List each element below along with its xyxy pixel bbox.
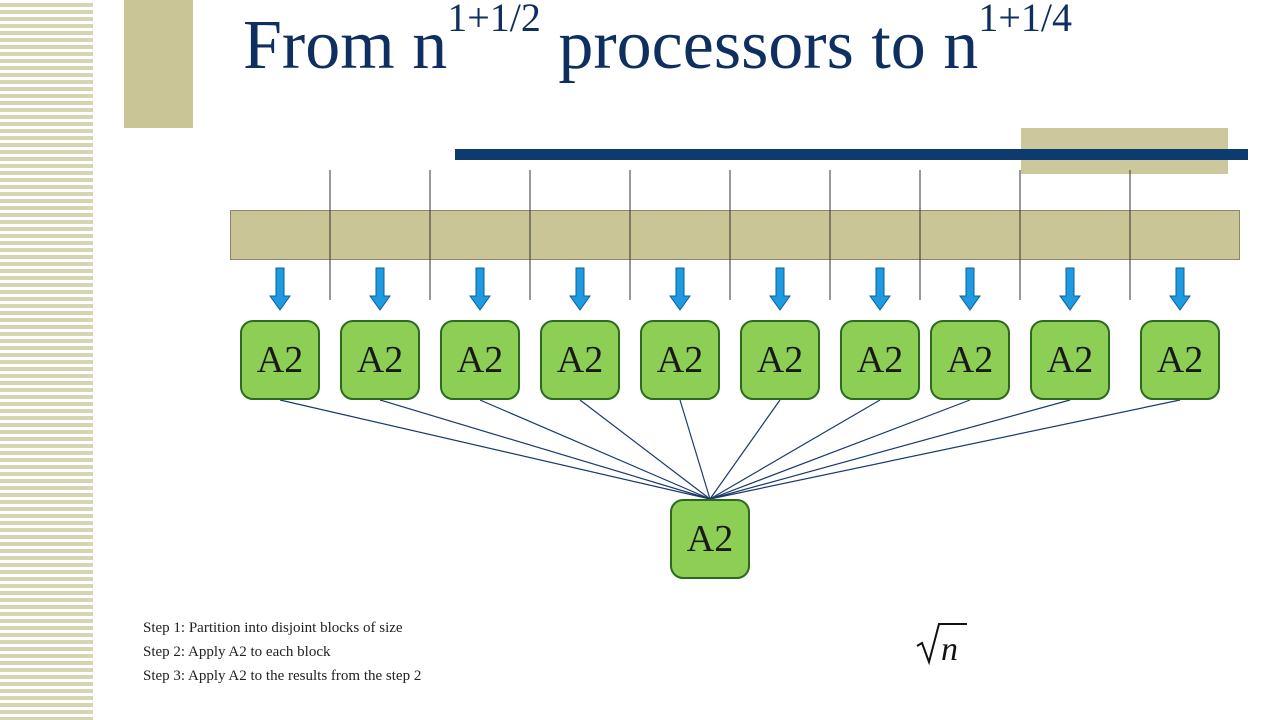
combine-edge xyxy=(709,399,781,500)
combine-edge xyxy=(379,399,711,500)
block-node-label: A2 xyxy=(256,339,304,381)
block-node: A2 xyxy=(540,320,620,400)
combine-edges xyxy=(279,399,1181,500)
down-arrow-icon xyxy=(269,267,291,311)
sqrt-n-formula: n xyxy=(916,623,967,668)
block-node-label: A2 xyxy=(556,339,604,381)
combine-edge xyxy=(709,399,971,500)
block-node-label: A2 xyxy=(1046,339,1094,381)
block-node-label: A2 xyxy=(756,339,804,381)
block-node-label: A2 xyxy=(656,339,704,381)
block-node-label: A2 xyxy=(456,339,504,381)
down-arrow-icon xyxy=(1169,267,1191,311)
block-node-label: A2 xyxy=(1156,339,1204,381)
combine-edge xyxy=(479,399,711,500)
block-node: A2 xyxy=(1030,320,1110,400)
root-node-label: A2 xyxy=(686,518,734,560)
combine-edge xyxy=(709,399,1071,500)
radical-sign-icon xyxy=(916,623,967,666)
block-node: A2 xyxy=(340,320,420,400)
step-2: Step 2: Apply A2 to each block xyxy=(143,644,331,660)
accent-block-top xyxy=(124,0,193,128)
block-node-label: A2 xyxy=(856,339,904,381)
input-array-bar xyxy=(230,210,1240,260)
block-arrows xyxy=(269,267,1191,311)
down-arrow-icon xyxy=(469,267,491,311)
block-node: A2 xyxy=(1140,320,1220,400)
slide-title: From n1+1/2 processors to n1+1/4 xyxy=(243,0,1072,88)
down-arrow-icon xyxy=(869,267,891,311)
combine-edge xyxy=(579,399,711,500)
title-prefix: From n xyxy=(243,7,448,84)
title-rule xyxy=(455,149,1248,160)
combine-edge xyxy=(679,399,711,500)
block-node: A2 xyxy=(930,320,1010,400)
radicand: n xyxy=(941,631,958,668)
title-middle: processors to n xyxy=(540,7,979,84)
step-1: Step 1: Partition into disjoint blocks o… xyxy=(143,620,403,636)
down-arrow-icon xyxy=(669,267,691,311)
block-node-label: A2 xyxy=(356,339,404,381)
block-node: A2 xyxy=(440,320,520,400)
block-dividers xyxy=(329,170,1131,300)
combine-edge xyxy=(709,399,1181,500)
root-node: A2 xyxy=(670,499,750,579)
block-node: A2 xyxy=(740,320,820,400)
block-node: A2 xyxy=(840,320,920,400)
title-exponent-1: 1+1/2 xyxy=(447,0,541,40)
block-node: A2 xyxy=(240,320,320,400)
down-arrow-icon xyxy=(569,267,591,311)
block-node-label: A2 xyxy=(946,339,994,381)
title-exponent-2: 1+1/4 xyxy=(978,0,1072,40)
down-arrow-icon xyxy=(959,267,981,311)
down-arrow-icon xyxy=(369,267,391,311)
down-arrow-icon xyxy=(1059,267,1081,311)
steps-list: Step 1: Partition into disjoint blocks o… xyxy=(143,618,421,690)
down-arrow-icon xyxy=(769,267,791,311)
combine-edge xyxy=(279,399,711,500)
striped-side-decoration xyxy=(0,0,93,720)
step-3: Step 3: Apply A2 to the results from the… xyxy=(143,668,422,684)
combine-edge xyxy=(709,399,881,500)
block-node: A2 xyxy=(640,320,720,400)
